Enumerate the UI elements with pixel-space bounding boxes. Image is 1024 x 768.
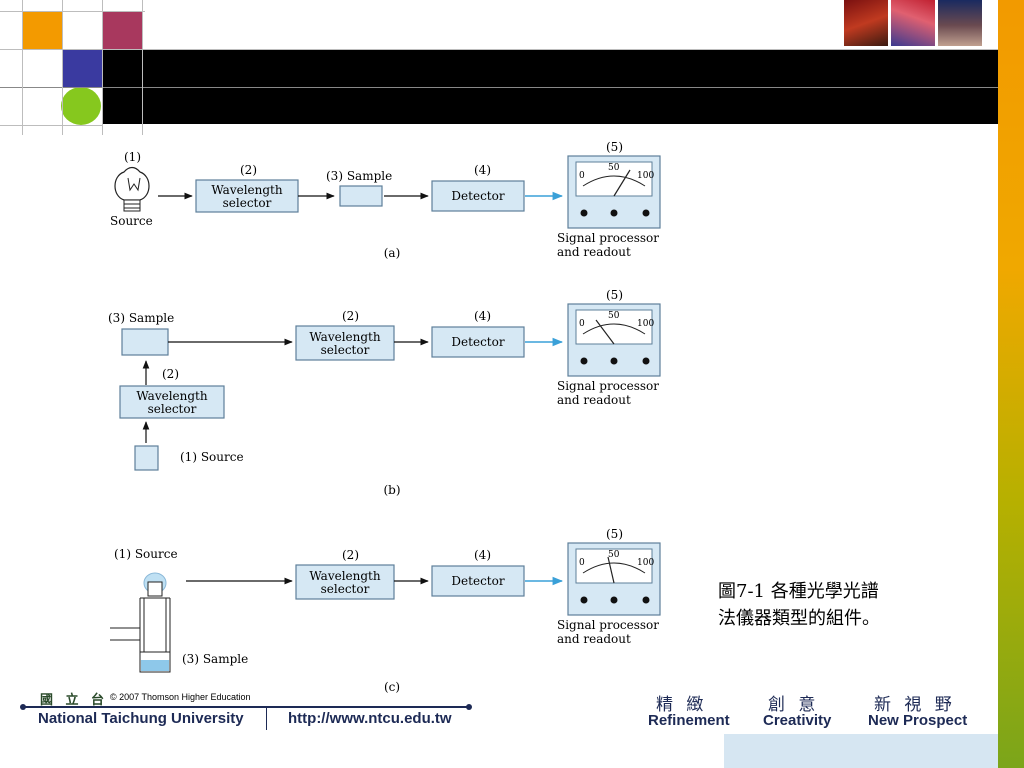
b-wavelength-line2: selector [321, 343, 370, 357]
b-detector-label: Detector [451, 335, 504, 349]
photo-thumbnail-3 [938, 0, 982, 46]
university-url-link[interactable]: http://www.ntcu.edu.tw [288, 710, 452, 727]
copyright-notice: © 2007 Thomson Higher Education [110, 692, 251, 702]
motto-cn-2: 創 意 [768, 695, 820, 715]
deco-square-navy [62, 50, 102, 88]
c-label-2: (2) [342, 548, 359, 562]
motto-en-creativity: Creativity [763, 712, 832, 729]
a-label-2: (2) [240, 163, 257, 177]
a-source-label: Source [110, 214, 153, 228]
motto-cn-1: 精 緻 [656, 695, 708, 715]
b-label-2-side: (2) [162, 367, 179, 381]
caption-line-1: 圖7-1 各種光學光譜 [718, 581, 879, 602]
caption-line-2: 法儀器類型的組件。 [718, 608, 880, 629]
c-caption: (c) [384, 680, 400, 694]
grid-line [0, 87, 998, 88]
a-label-5: (5) [606, 140, 623, 154]
photo-thumbnail-2 [891, 0, 935, 46]
lightbulb-icon [114, 166, 150, 212]
b-label-1: (1) Source [180, 450, 244, 464]
deco-square-crimson [102, 11, 142, 49]
svg-text:0: 0 [579, 171, 585, 181]
a-readout-line1: Signal processor [557, 231, 659, 245]
ntcu-chinese-logo: 國 立 台 [40, 693, 109, 708]
b-label-2-top: (2) [342, 309, 359, 323]
footer-blue-block [724, 734, 998, 768]
grid-line [0, 125, 102, 126]
a-label-3: (3) Sample [326, 169, 392, 183]
figure-caption: 圖7-1 各種光學光譜 法儀器類型的組件。 [718, 578, 958, 632]
b-meter-readout: 0 50 100 [567, 303, 661, 377]
b-label-3: (3) Sample [108, 311, 174, 325]
deco-square-orange [22, 11, 62, 49]
b-label-5: (5) [606, 288, 623, 302]
a-label-4: (4) [474, 163, 491, 177]
svg-text:100: 100 [637, 171, 654, 181]
b-readout-line2: and readout [557, 393, 631, 407]
a-wavelength-line1: Wavelength [211, 183, 282, 197]
c-label-5: (5) [606, 527, 623, 541]
photo-thumbnail-1 [844, 0, 888, 46]
c-meter-readout: 0 50 100 [567, 542, 661, 616]
footer-rule-dot-left [20, 704, 26, 710]
c-readout-line2: and readout [557, 632, 631, 646]
c-label-1: (1) Source [114, 547, 178, 561]
c-wavelength-line1: Wavelength [309, 569, 380, 583]
b-side-wavelength-line1: Wavelength [136, 389, 207, 403]
svg-text:50: 50 [608, 550, 620, 560]
footer-rule [24, 706, 468, 708]
svg-text:100: 100 [637, 319, 654, 329]
b-side-wavelength-line2: selector [148, 402, 197, 416]
university-name: National Taichung University [38, 710, 244, 727]
svg-text:50: 50 [608, 163, 620, 173]
flame-burner-icon [110, 572, 171, 673]
grid-line [0, 49, 998, 50]
b-readout-line1: Signal processor [557, 379, 659, 393]
grid-line [22, 0, 23, 135]
c-detector-label: Detector [451, 574, 504, 588]
footer-rule-dot-right [466, 704, 472, 710]
c-label-3: (3) Sample [182, 652, 248, 666]
b-wavelength-line1: Wavelength [309, 330, 380, 344]
b-caption: (b) [383, 483, 400, 497]
a-caption: (a) [384, 246, 401, 260]
a-readout-line2: and readout [557, 245, 631, 259]
c-readout-line1: Signal processor [557, 618, 659, 632]
a-wavelength-line2: selector [223, 196, 272, 210]
svg-text:100: 100 [637, 558, 654, 568]
c-label-4: (4) [474, 548, 491, 562]
b-label-4: (4) [474, 309, 491, 323]
spectroscopy-diagram: (1) Source (2) Wavelength selector (3) S… [108, 140, 661, 694]
a-detector-label: Detector [451, 189, 504, 203]
svg-text:0: 0 [579, 558, 585, 568]
a-meter-readout: 0 50 100 [567, 155, 661, 229]
motto-en-refinement: Refinement [648, 712, 730, 729]
grid-line [142, 0, 143, 135]
deco-circle-green [61, 87, 101, 125]
motto-cn-3: 新 視 野 [874, 695, 956, 715]
footer-divider [266, 708, 267, 730]
right-accent-bar [998, 0, 1024, 768]
motto-en-new-prospect: New Prospect [868, 712, 968, 729]
grid-line [0, 11, 145, 12]
c-wavelength-line2: selector [321, 582, 370, 596]
a-label-1: (1) [124, 150, 141, 164]
grid-line [62, 0, 63, 135]
svg-text:50: 50 [608, 311, 620, 321]
svg-text:0: 0 [579, 319, 585, 329]
grid-line [102, 0, 103, 135]
